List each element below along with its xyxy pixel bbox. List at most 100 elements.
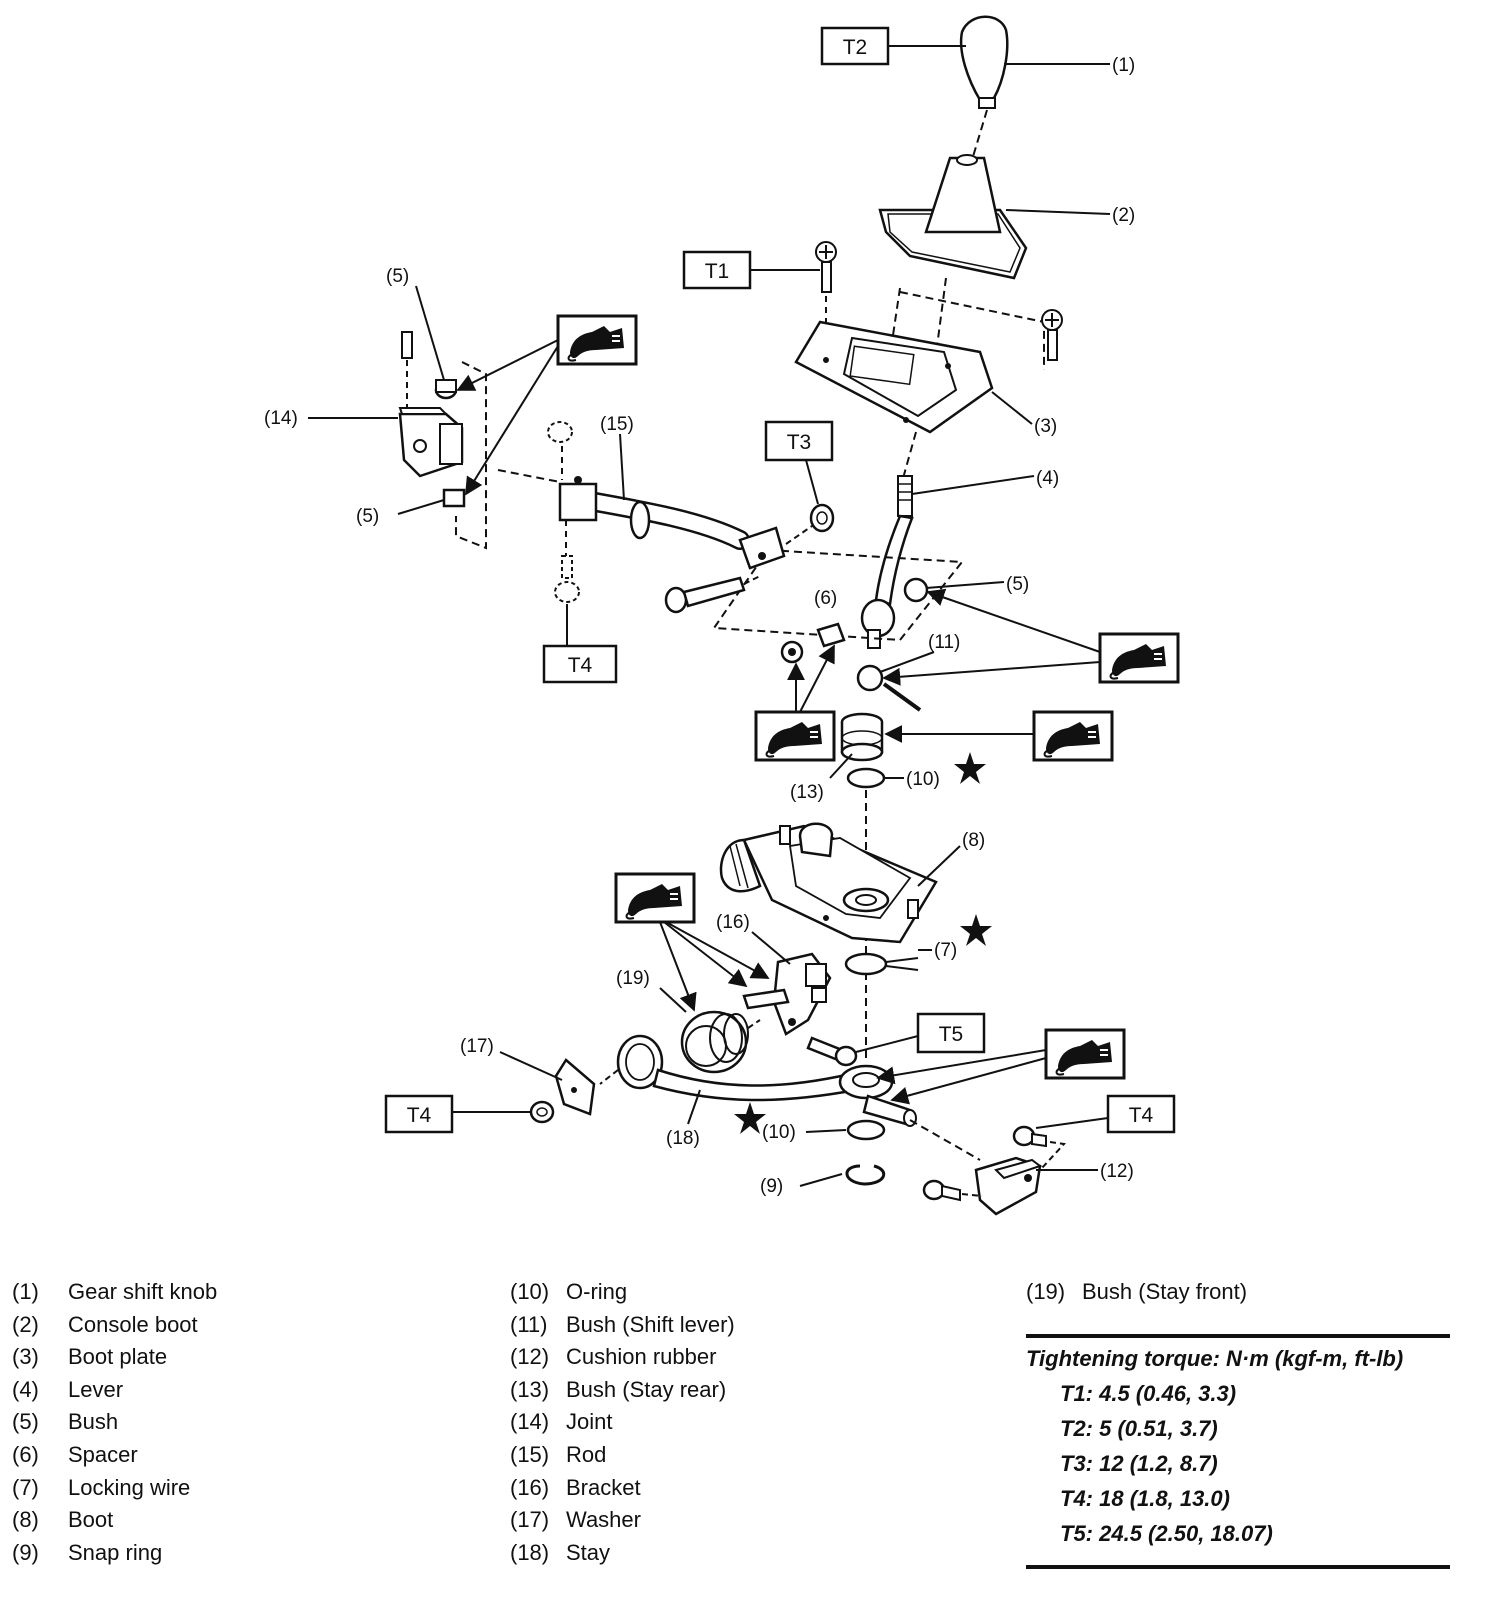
- legend-column-1: (1)Gear shift knob(2)Console boot(3)Boot…: [12, 1276, 217, 1569]
- grease-arrows: [456, 339, 1101, 1105]
- svg-text:T3: T3: [787, 431, 812, 454]
- rod-nut-top: [547, 421, 573, 443]
- legend-item: (2)Console boot: [12, 1309, 217, 1342]
- legend-item: (14)Joint: [510, 1406, 735, 1439]
- legend-item: (18) Stay: [510, 1537, 735, 1570]
- legend-item: (5)Bush: [12, 1406, 217, 1439]
- svg-text:(14): (14): [264, 408, 298, 429]
- screw-right: [1041, 309, 1063, 361]
- legend-column-3: (19)Bush (Stay front): [1026, 1276, 1247, 1309]
- legend-item-number: (11): [510, 1311, 548, 1337]
- legend-item: (12)Cushion rubber: [510, 1341, 735, 1374]
- callout-10-bottom: (10): [762, 1122, 847, 1143]
- svg-text:(4): (4): [1036, 468, 1059, 489]
- svg-text:T5: T5: [939, 1023, 964, 1046]
- legend-item-number: (7): [12, 1474, 39, 1500]
- callout-6: (6): [814, 588, 837, 609]
- callout-14: (14): [264, 408, 398, 429]
- svg-text:(5): (5): [1006, 574, 1029, 595]
- callout-5-top: (5): [386, 266, 445, 381]
- legend-item: (9)Snap ring: [12, 1537, 217, 1570]
- legend-item-name: Bush: [68, 1409, 119, 1435]
- torque-table-rows: T1: 4.5 (0.46, 3.3)T2: 5 (0.51, 3.7)T3: …: [1026, 1376, 1450, 1551]
- star-icon: [734, 1102, 766, 1134]
- legend-item-name: Bush (Stay rear): [566, 1376, 727, 1402]
- stay-front-bush: [680, 1010, 749, 1074]
- legend-item-number: (18): [510, 1539, 550, 1565]
- legend-item-number: (3): [12, 1344, 39, 1370]
- legend-item: (1)Gear shift knob: [12, 1276, 217, 1309]
- legend-item-name: Spacer: [68, 1441, 138, 1467]
- svg-text:(9): (9): [760, 1176, 783, 1197]
- torque-table-row: T3: 12 (1.2, 8.7): [1060, 1451, 1218, 1476]
- callout-13: (13): [790, 753, 853, 803]
- legend-item: (6) Spacer: [12, 1439, 217, 1472]
- grease-gun-icon: [1098, 632, 1180, 684]
- locking-wire: [844, 952, 919, 976]
- rod: [558, 476, 786, 570]
- console-boot: [878, 154, 1028, 280]
- svg-text:T4: T4: [1129, 1104, 1154, 1127]
- svg-text:(8): (8): [962, 830, 985, 851]
- svg-text:T1: T1: [705, 260, 730, 283]
- legend-item-name: Bush (Shift lever): [566, 1311, 735, 1337]
- callout-18: (18): [666, 1089, 701, 1149]
- callout-5-left: (5): [356, 499, 445, 527]
- legend-item: (8)Boot: [12, 1504, 217, 1537]
- legend-item-number: (10): [510, 1279, 550, 1304]
- screw-left: [815, 241, 837, 293]
- legend-item: (10)O-ring: [510, 1276, 735, 1309]
- callout-12: (12): [1036, 1161, 1134, 1182]
- legend-item: (19)Bush (Stay front): [1026, 1276, 1247, 1309]
- torque-tag-t5: T5: [855, 1012, 986, 1054]
- legend-item: (16)Bracket: [510, 1472, 735, 1505]
- torque-table-row: T4: 18 (1.8, 13.0): [1060, 1486, 1230, 1511]
- svg-text:(16): (16): [716, 912, 750, 933]
- callout-3: (3): [991, 391, 1057, 437]
- legend-item-number: (6): [12, 1441, 39, 1467]
- grease-gun-icon: [1044, 1028, 1126, 1080]
- callout-10-top: (10): [884, 769, 940, 790]
- legend-item-name: Lever: [68, 1376, 124, 1402]
- cushion-rubber: [974, 1156, 1043, 1216]
- legend-item-name: Cushion rubber: [566, 1344, 717, 1370]
- legend-item: (15)Rod: [510, 1439, 735, 1472]
- legend-item-name: Washer: [566, 1507, 641, 1533]
- bracket-bolt: [806, 1036, 858, 1067]
- legend-item: (3)Boot plate: [12, 1341, 217, 1374]
- lever-bush-right: [903, 577, 929, 603]
- callout-9: (9): [760, 1173, 843, 1197]
- svg-text:(17): (17): [460, 1036, 494, 1057]
- legend-item-name: Bush (Stay front): [1082, 1279, 1248, 1304]
- snap-ring: [845, 1164, 886, 1186]
- callout-17: (17): [460, 1036, 563, 1081]
- joint-bush-top: [434, 379, 458, 400]
- shift-lever-bush: [856, 664, 922, 712]
- legend-item-number: (16): [510, 1474, 550, 1500]
- lever: [860, 475, 914, 649]
- washer-nut: [529, 1100, 555, 1124]
- callout-8: (8): [917, 830, 985, 887]
- torque-tag-t4-rod: T4: [542, 644, 618, 684]
- grease-gun-icon: [556, 314, 638, 366]
- legend-item: (17)Washer: [510, 1504, 735, 1537]
- spacer: [816, 622, 846, 648]
- legend-item-name: Stay: [566, 1539, 611, 1565]
- gear-shift-knob: [959, 15, 1009, 109]
- svg-text:(12): (12): [1100, 1161, 1134, 1182]
- svg-text:(19): (19): [616, 968, 650, 989]
- legend-item-name: Rod: [566, 1441, 607, 1467]
- svg-text:(11): (11): [928, 632, 960, 653]
- callout-2: (2): [1005, 205, 1135, 226]
- rod-pivot-bolt: [664, 576, 746, 614]
- torque-tag-t1: T1: [682, 250, 820, 290]
- torque-tag-t4-cushion: T4: [1035, 1094, 1176, 1134]
- svg-text:(7): (7): [934, 940, 957, 961]
- rod-bolt-bottom: [554, 555, 580, 603]
- legend-item: (13)Bush (Stay rear): [510, 1374, 735, 1407]
- grease-gun-icon: [614, 872, 696, 924]
- legend-item-name: Boot: [68, 1507, 114, 1533]
- svg-text:(18): (18): [666, 1128, 700, 1149]
- svg-text:T2: T2: [843, 36, 868, 59]
- callout-19: (19): [616, 968, 687, 1013]
